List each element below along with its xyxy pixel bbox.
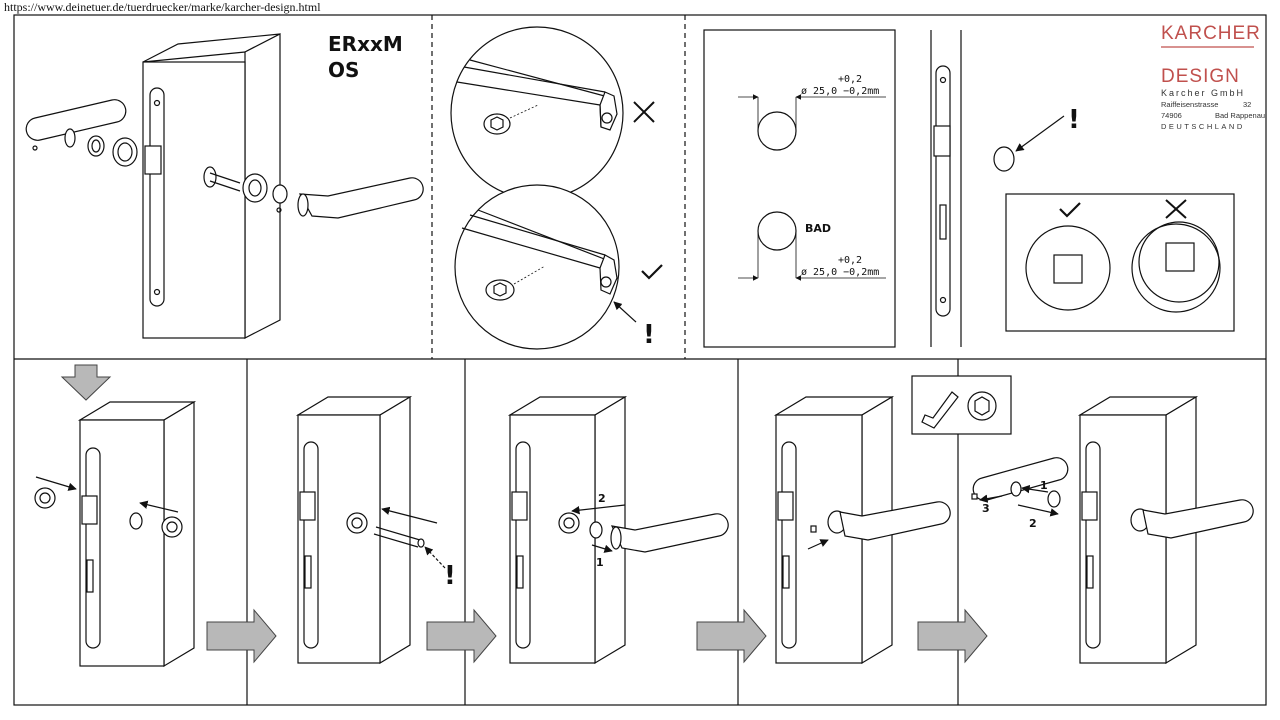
exclamation-mark-3: !	[444, 561, 456, 591]
next-step-arrow-2	[426, 608, 497, 664]
step-number-1: 1	[596, 556, 604, 569]
next-step-arrow-3	[696, 608, 767, 664]
step-number-1b: 1	[1040, 479, 1048, 492]
next-step-arrow-4	[917, 608, 988, 664]
rose-cap	[993, 146, 1015, 172]
brand-zip: 74906	[1161, 111, 1182, 120]
tolerance-upper-2: +0,2	[838, 255, 862, 266]
dimension-panel: +0,2 ø 25,0 −0,2mm BAD +0,2 ø 25,0 −0,2m…	[703, 29, 896, 348]
step-3-panel: 2 1	[507, 395, 767, 665]
step-4-panel	[773, 375, 1012, 665]
check-icon	[641, 264, 663, 280]
diameter-label: ø 25,0 −0,2mm	[801, 86, 879, 97]
rose-wrong	[1131, 221, 1221, 313]
model-subtitle: OS	[328, 58, 359, 82]
pointer-arrow	[613, 301, 637, 323]
diameter-label-2: ø 25,0 −0,2mm	[801, 267, 879, 278]
cross-icon	[1165, 199, 1187, 219]
brand-street-no: 32	[1243, 100, 1251, 109]
next-step-arrow-1	[206, 608, 277, 664]
rose-ring-left	[87, 135, 105, 157]
model-title: ERxxM	[328, 32, 403, 56]
step-number-3: 3	[982, 502, 990, 515]
grub-screw-detail-panel: !	[450, 26, 663, 350]
brand-country: DEUTSCHLAND	[1161, 122, 1245, 131]
lever-handle-left	[25, 99, 127, 151]
detail-circle-wrong	[450, 26, 624, 200]
check-icon	[1059, 202, 1081, 218]
brand-name-bottom: DESIGN	[1161, 66, 1240, 87]
brand-name-top: KARCHER	[1161, 23, 1261, 44]
brand-city: Bad Rappenau	[1215, 111, 1265, 120]
door-leaf-step3	[507, 395, 628, 665]
step-number-2b: 2	[1029, 517, 1037, 530]
rose-check-panel: !	[930, 30, 1235, 347]
step-number-2: 2	[598, 492, 606, 505]
exclamation-mark-2: !	[1068, 105, 1080, 135]
exclamation-mark: !	[643, 320, 655, 350]
page-url[interactable]: https://www.deinetuer.de/tuerdruecker/ma…	[4, 0, 321, 14]
door-leaf-step2	[295, 395, 413, 665]
rose-correct	[1025, 225, 1111, 311]
door-leaf-step1	[77, 400, 197, 668]
bad-label: BAD	[805, 222, 831, 235]
step-2-panel: !	[295, 395, 497, 665]
hex-socket-icon	[967, 391, 997, 421]
allen-key-icon	[921, 391, 959, 429]
step-1-panel	[34, 364, 277, 668]
spindle-and-rose-right	[203, 166, 424, 219]
hole-diagram-bottom: BAD +0,2 ø 25,0 −0,2mm	[738, 211, 886, 281]
step-5-panel: 1 2 3	[971, 395, 1254, 665]
brand-block: KARCHER DESIGN Karcher GmbH Raiffeisenst…	[1161, 23, 1265, 131]
door-leaf-overview	[142, 33, 281, 339]
brand-company: Karcher GmbH	[1161, 88, 1245, 98]
cross-icon	[633, 101, 655, 123]
tolerance-upper: +0,2	[838, 74, 862, 85]
detail-circle-right	[454, 184, 620, 350]
rose-base-left	[112, 137, 138, 167]
brand-street: Raiffeisenstrasse	[1161, 100, 1218, 109]
overview-panel: ERxxM OS	[25, 32, 424, 339]
hole-diagram-top: +0,2 ø 25,0 −0,2mm	[738, 74, 886, 151]
